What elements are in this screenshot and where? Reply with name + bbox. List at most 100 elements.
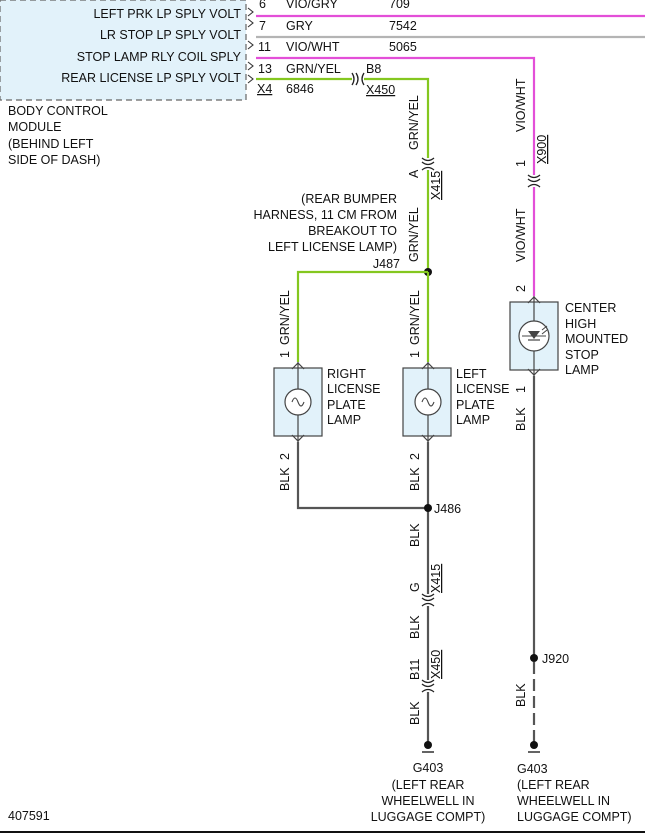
pin-number-11: 11: [258, 40, 271, 54]
module-name-line-1: BODY CONTROL: [8, 104, 108, 118]
module-pin-chevrons: [247, 7, 254, 84]
ground-g403-left: G403 (LEFT REAR WHEELWELL IN LUGGAGE COM…: [371, 741, 486, 824]
ground-right-name: G403: [517, 762, 548, 776]
harness-note: (REAR BUMPER HARNESS, 11 CM FROM BREAKOU…: [253, 192, 397, 254]
ground-icon: [424, 741, 432, 749]
body-control-module: LEFT PRK LP SPLY VOLT LR STOP LP SPLY VO…: [0, 0, 247, 101]
right-lamp-name-1: RIGHT: [327, 367, 366, 381]
left-lamp-pin-2: 2: [408, 453, 422, 460]
module-name-line-2: MODULE: [8, 120, 61, 134]
wire-label-grn-yel-mid: GRN/YEL: [407, 207, 421, 262]
ground-left-line-2: WHEELWELL IN: [381, 794, 474, 808]
left-lamp-pin-1: 1: [408, 351, 422, 358]
chmsl-name-4: STOP: [565, 348, 599, 362]
chmsl-name-5: LAMP: [565, 363, 599, 377]
x415-lower: G X415: [408, 564, 443, 607]
x900-name: X900: [535, 135, 549, 164]
right-lamp-name-3: PLATE: [327, 398, 366, 412]
signal-label-rear-license: REAR LICENSE LP SPLY VOLT: [61, 71, 241, 85]
circuit-13: 6846: [286, 82, 314, 96]
ground-left-line-1: (LEFT REAR: [392, 778, 465, 792]
pin-number-13: 13: [258, 62, 272, 76]
ground-right-line-3: LUGGAGE COMPT): [517, 810, 632, 824]
wire-color-11: VIO/WHT: [286, 40, 340, 54]
chmsl-blk-label: BLK: [514, 407, 528, 431]
wire-grn-yel-x450: [364, 77, 430, 158]
chmsl-pin-top: 2: [514, 285, 528, 292]
ground-right-line-1: (LEFT REAR: [517, 778, 590, 792]
wire-color-7: GRY: [286, 19, 314, 33]
left-lamp-name-4: LAMP: [456, 413, 490, 427]
wire-label-vio-wht-lower: VIO/WHT: [514, 208, 528, 262]
wire-color-13: GRN/YEL: [286, 62, 341, 76]
blk-label-below-j486: BLK: [408, 523, 422, 547]
module-name: BODY CONTROL MODULE (BEHIND LEFT SIDE OF…: [8, 104, 108, 167]
inline-connector-x450-upper: [351, 72, 365, 86]
ground-g403-right: G403 (LEFT REAR WHEELWELL IN LUGGAGE COM…: [517, 741, 632, 824]
wire-label-grn-yel-upper: GRN/YEL: [407, 95, 421, 150]
center-high-mounted-stop-lamp: CENTER HIGH MOUNTED STOP LAMP: [509, 296, 628, 377]
signal-label-stop-relay: STOP LAMP RLY COIL SPLY: [77, 50, 242, 64]
circuit-6: 709: [389, 0, 410, 11]
left-lamp-name-1: LEFT: [456, 367, 487, 381]
x415-upper: GRN/YEL A X415: [407, 95, 443, 200]
x450-lower: B11 X450: [408, 650, 443, 693]
license-lamp-ground-wires: [296, 442, 430, 594]
left-license-plate-lamp: LEFT LICENSE PLATE LAMP: [402, 362, 510, 442]
right-lamp-pin-1: 1: [278, 351, 292, 358]
right-lamp-name-4: LAMP: [327, 413, 361, 427]
right-lamp-pin-2: 2: [278, 453, 292, 460]
harness-note-line-3: BREAKOUT TO: [308, 224, 397, 238]
splice-j486-label: J486: [434, 502, 461, 516]
x415-lower-name: X415: [429, 564, 443, 593]
right-lamp-wire-label: GRN/YEL: [278, 290, 292, 345]
wire-grn-yel-right-lamp: [296, 270, 428, 362]
left-lamp-blk-label: BLK: [408, 467, 422, 491]
splice-j920-label: J920: [542, 652, 569, 666]
module-wires: [256, 14, 645, 175]
x415-upper-pin: A: [407, 169, 421, 178]
wire-label-vio-wht-upper: VIO/WHT: [514, 78, 528, 132]
pin-b8: B8: [366, 62, 381, 76]
chmsl-name-3: MOUNTED: [565, 332, 628, 346]
connector-x4: X4: [257, 82, 272, 96]
blk-label-above-ground-right: BLK: [514, 683, 528, 707]
splice-j487-label: J487: [373, 257, 400, 271]
x415-lower-pin: G: [408, 582, 422, 592]
blk-label-above-ground-left: BLK: [408, 701, 422, 725]
left-lamp-name-3: PLATE: [456, 398, 495, 412]
x900-pin: 1: [514, 160, 528, 167]
right-lamp-name-2: LICENSE: [327, 382, 381, 396]
ground-left-name: G403: [413, 761, 444, 775]
left-lamp-wire-label: GRN/YEL: [408, 290, 422, 345]
x450-lower-pin: B11: [408, 659, 422, 680]
module-name-line-4: SIDE OF DASH): [8, 153, 100, 167]
module-name-line-3: (BEHIND LEFT: [8, 137, 94, 151]
module-box: [0, 0, 247, 101]
chmsl-name-2: HIGH: [565, 317, 596, 331]
wire-color-6: VIO/GRY: [286, 0, 339, 11]
pin-number-7: 7: [259, 19, 266, 33]
splice-j486: [424, 504, 432, 512]
pin-number-6: 6: [259, 0, 266, 11]
ground-left-line-3: LUGGAGE COMPT): [371, 810, 486, 824]
ground-icon: [530, 741, 538, 749]
x415-upper-name: X415: [429, 171, 443, 200]
signal-label-left-prk: LEFT PRK LP SPLY VOLT: [93, 7, 241, 21]
left-lamp-name-2: LICENSE: [456, 382, 510, 396]
ground-right-line-2: WHEELWELL IN: [517, 794, 610, 808]
connector-x450-upper: X450: [366, 83, 395, 97]
figure-id: 407591: [8, 809, 50, 823]
chmsl-name-1: CENTER: [565, 301, 616, 315]
chmsl-pin-bottom: 1: [514, 386, 528, 393]
x450-lower-name: X450: [429, 650, 443, 679]
signal-label-lr-stop: LR STOP LP SPLY VOLT: [100, 28, 241, 42]
right-license-plate-lamp: RIGHT LICENSE PLATE LAMP: [273, 362, 381, 442]
module-wire-labels: 6 VIO/GRY 709 7 GRY 7542 11 VIO/WHT 5065…: [257, 0, 417, 97]
splice-j920: [530, 654, 538, 662]
right-lamp-blk-label: BLK: [278, 467, 292, 491]
wire-vio-wht: [256, 56, 536, 175]
harness-note-line-2: HARNESS, 11 CM FROM: [253, 208, 397, 222]
blk-label-below-x415: BLK: [408, 615, 422, 639]
